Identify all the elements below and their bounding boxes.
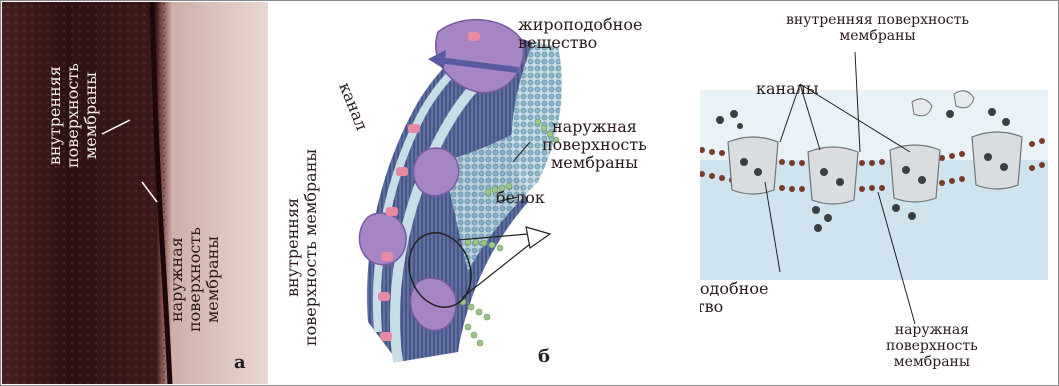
panel-c-channels-diagram: внутренняя поверхность мембраны каналы ж… <box>700 2 1057 384</box>
outer-surface-label: наружная поверхность мембраны <box>542 118 647 172</box>
channels-illustration <box>700 2 1057 384</box>
inner-surface-label: внутренняя поверхность мембраны <box>46 63 100 168</box>
protein-label: белок <box>496 189 545 207</box>
panel-letter-b: б <box>538 346 550 367</box>
membrane-model-illustration <box>268 2 700 384</box>
panel-letter-a: а <box>234 352 246 373</box>
panel-a-micrograph: внутренняя поверхность мембраны наружная… <box>2 2 268 384</box>
lipid-label: жироподобное вещество <box>700 280 768 316</box>
micrograph-image <box>2 2 268 384</box>
panel-b-membrane-model: канал жироподобное вещество наружная пов… <box>268 2 700 384</box>
outer-surface-label: наружная поверхность мембраны <box>886 322 978 370</box>
inner-surface-label: внутренняя поверхность мембраны <box>786 12 969 44</box>
inner-surface-label: внутренняя поверхность мембраны <box>284 149 320 346</box>
outer-surface-label: наружная поверхность мембраны <box>168 227 222 332</box>
channels-label: каналы <box>756 80 819 98</box>
lipid-label: жироподобное вещество <box>518 16 642 52</box>
